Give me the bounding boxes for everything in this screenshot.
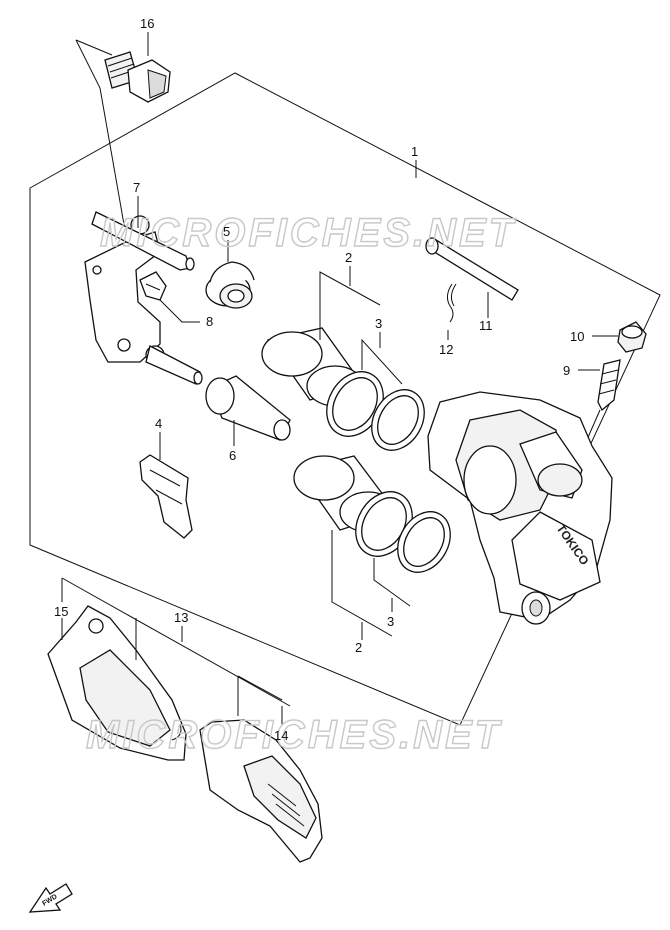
- cap-10: [617, 321, 647, 353]
- callout-11: 11: [479, 318, 493, 333]
- leader-3-lower: [373, 558, 411, 607]
- bolt-16-guide: [75, 39, 133, 271]
- seal-lower-1: [355, 491, 413, 557]
- fwd-arrow-icon: FWD: [28, 883, 73, 913]
- callout-15: 15: [54, 604, 68, 619]
- callout-12: 12: [439, 342, 453, 357]
- bolt-16: [104, 51, 171, 103]
- seal-lower-2: [397, 511, 451, 573]
- clip-12: [446, 283, 457, 323]
- callout-4: 4: [155, 416, 162, 431]
- watermark-bottom: MICROFICHES.NET: [86, 713, 503, 757]
- bleeder-9: [597, 359, 621, 412]
- callout-5: 5: [223, 224, 230, 239]
- callout-6: 6: [229, 448, 236, 463]
- callout-8: 8: [206, 314, 213, 329]
- callout-3-lower: 3: [387, 614, 394, 629]
- callout-14: 14: [274, 728, 288, 743]
- boot-5: [205, 261, 255, 309]
- callout-13: 13: [174, 610, 188, 625]
- pin-6: [205, 375, 291, 441]
- callout-9: 9: [563, 363, 570, 378]
- bracket-7: [84, 211, 203, 385]
- leader-8: [159, 299, 200, 323]
- watermark-top: MICROFICHES.NET: [100, 211, 517, 255]
- leader-2-upper: [319, 271, 381, 340]
- callout-7: 7: [133, 180, 140, 195]
- callout-2-lower: 2: [355, 640, 362, 655]
- slide-pin-11: [425, 237, 519, 301]
- pad-spring-4: [139, 454, 193, 539]
- seal-upper-1: [326, 371, 384, 437]
- brake-pad-14: [199, 719, 323, 863]
- caliper-body-1: [427, 391, 613, 625]
- leader-3-upper: [361, 338, 403, 385]
- callout-16: 16: [140, 16, 154, 31]
- callout-3-upper: 3: [375, 316, 382, 331]
- clip-8: [139, 271, 167, 301]
- callout-10: 10: [570, 329, 584, 344]
- leader-2-lower: [331, 530, 393, 637]
- seal-upper-2: [371, 389, 425, 451]
- callout-2-upper: 2: [345, 250, 352, 265]
- brake-pad-15: [47, 605, 187, 761]
- callout-1: 1: [411, 144, 418, 159]
